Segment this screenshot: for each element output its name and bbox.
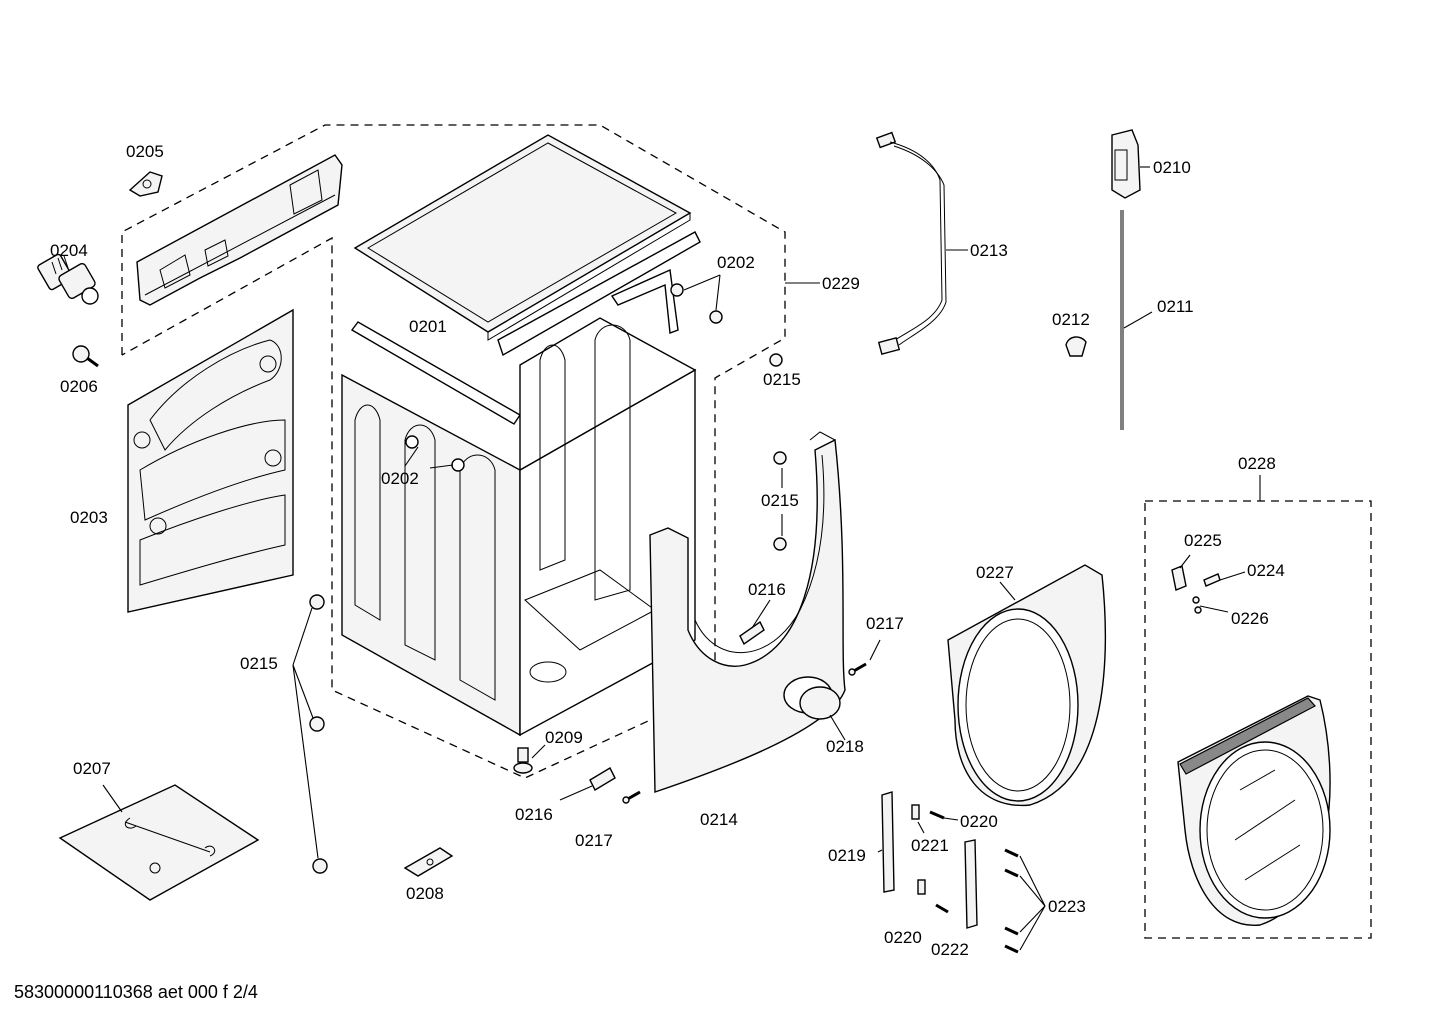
label-0210: 0210 <box>1153 158 1191 177</box>
label-0215-right-top: 0215 <box>763 370 801 389</box>
label-0226: 0226 <box>1231 609 1269 628</box>
label-0222: 0222 <box>931 940 969 959</box>
part-0216-brackets <box>559 599 771 801</box>
label-0225: 0225 <box>1184 531 1222 550</box>
part-0202-fasteners-upper <box>670 274 723 324</box>
label-0215-left: 0215 <box>240 654 278 673</box>
label-0218: 0218 <box>826 737 864 756</box>
label-0223: 0223 <box>1048 897 1086 916</box>
label-0216-upper: 0216 <box>748 580 786 599</box>
label-0227: 0227 <box>976 563 1014 582</box>
part-0211-rod <box>1120 210 1153 430</box>
label-0220-lower: 0220 <box>884 928 922 947</box>
label-0219: 0219 <box>828 846 866 865</box>
label-0221: 0221 <box>911 836 949 855</box>
label-0228: 0228 <box>1238 454 1276 473</box>
label-0229: 0229 <box>822 274 860 293</box>
label-0205: 0205 <box>126 142 164 161</box>
label-0217-lower: 0217 <box>575 831 613 850</box>
label-0206: 0206 <box>60 377 98 396</box>
part-0223-screws <box>1004 848 1046 954</box>
label-0208: 0208 <box>406 884 444 903</box>
part-0210-door-switch <box>1111 129 1150 199</box>
label-0202-lower: 0202 <box>381 469 419 488</box>
part-0222-hinge-plate <box>964 839 978 929</box>
document-code: 58300000110368 aet 000 f 2/4 <box>14 982 258 1002</box>
part-top-rails <box>350 231 701 425</box>
part-0202-leads-lower <box>404 446 454 469</box>
part-0213-wiring <box>875 131 968 355</box>
label-0220-upper: 0220 <box>960 812 998 831</box>
part-0227-door-ring <box>947 564 1107 807</box>
part-0228-door-assembly-box <box>1144 475 1372 939</box>
part-rear-top-panel <box>136 154 343 306</box>
label-0212: 0212 <box>1052 310 1090 329</box>
label-0216-lower: 0216 <box>515 805 553 824</box>
label-0201: 0201 <box>409 317 447 336</box>
part-0217-screws <box>622 639 881 804</box>
part-0218-round-cover <box>783 676 846 741</box>
label-0211: 0211 <box>1157 297 1194 316</box>
label-0217-upper: 0217 <box>866 614 904 633</box>
label-0209: 0209 <box>545 728 583 747</box>
label-0214: 0214 <box>700 810 738 829</box>
label-0224: 0224 <box>1247 561 1285 580</box>
part-0205-clip <box>128 171 163 197</box>
assembly-group-outline <box>121 124 820 779</box>
label-0204: 0204 <box>50 241 88 260</box>
part-0208-bracket <box>403 847 454 877</box>
part-0203-rear-wall <box>127 308 294 613</box>
label-0203: 0203 <box>70 508 108 527</box>
part-cabinet-body <box>341 317 697 737</box>
reference-labels: 0201 0202 0202 0203 0204 0205 0206 0207 … <box>50 142 1285 959</box>
part-0204-valve <box>37 253 99 305</box>
part-0206-screw <box>72 345 99 368</box>
part-0215-feet <box>292 353 787 874</box>
part-0209-foot <box>513 744 546 774</box>
part-0219-hinge-plate <box>877 791 895 893</box>
part-0207-accessory-bag <box>58 784 260 901</box>
part-0220-0221-fasteners <box>911 804 959 914</box>
label-0215-right-mid: 0215 <box>761 491 799 510</box>
label-0202-upper: 0202 <box>717 253 755 272</box>
label-0213: 0213 <box>970 241 1008 260</box>
part-0201-top-cover <box>353 134 692 341</box>
label-0207: 0207 <box>73 759 111 778</box>
part-0212-clip <box>1065 336 1087 357</box>
